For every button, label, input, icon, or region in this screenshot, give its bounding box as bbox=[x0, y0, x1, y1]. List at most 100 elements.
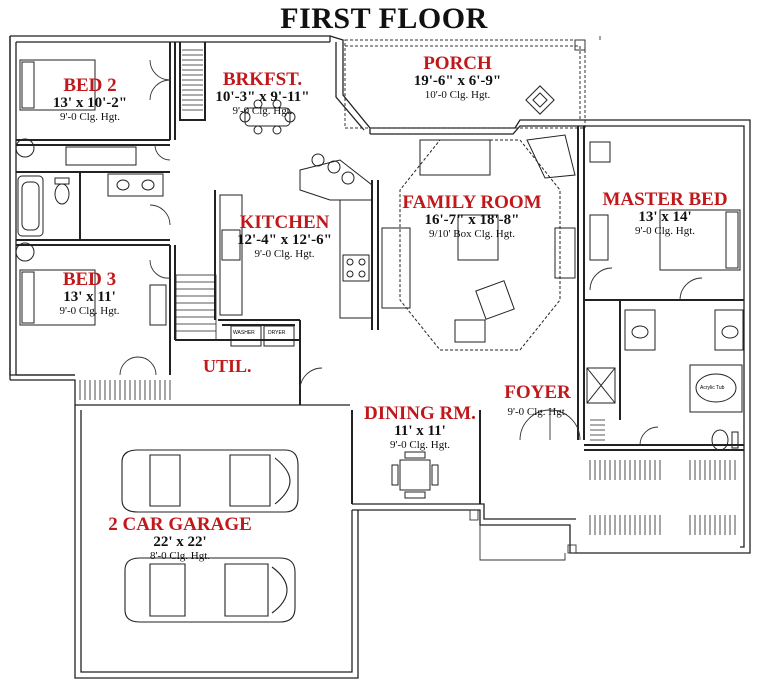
master-west-wall bbox=[577, 126, 585, 355]
stairs bbox=[175, 274, 217, 341]
master-bed-icon bbox=[659, 209, 741, 271]
ceiling-height: 9'-0 Clg. Hgt. bbox=[232, 104, 293, 117]
room-dimensions: 16'-7" x 18'-8" bbox=[424, 211, 520, 228]
kitchen-island-bar bbox=[299, 159, 373, 201]
front-double-door bbox=[519, 409, 581, 441]
bed2-south-wall bbox=[16, 139, 170, 146]
bar-stool-icon bbox=[327, 160, 341, 174]
bed2-closet-door-2 bbox=[149, 79, 171, 101]
ceiling-height: 8'-0 Clg. Hgt. bbox=[149, 549, 211, 562]
vanity-counter bbox=[107, 173, 164, 197]
ottoman-icon bbox=[454, 319, 486, 343]
bar-stool-icon bbox=[311, 153, 325, 167]
tv-cabinet-icon bbox=[554, 227, 576, 279]
plant-icon bbox=[15, 138, 35, 158]
shower-icon bbox=[586, 367, 616, 404]
porch-outline bbox=[344, 39, 586, 129]
room-label-breakfast: BRKFST. 10'-3" x 9'-11" 9'-0 Clg. Hgt. bbox=[200, 70, 325, 117]
garage-entry-door bbox=[299, 367, 323, 391]
pillow-icon bbox=[21, 61, 35, 109]
bed3-walls bbox=[16, 244, 176, 375]
armchair-icon bbox=[475, 280, 515, 320]
breakfast-bay-wall bbox=[329, 35, 371, 134]
corner-tub-icon bbox=[689, 364, 743, 413]
sink-icon bbox=[631, 325, 649, 339]
exterior-wall-east bbox=[578, 119, 751, 470]
tub-basin-icon bbox=[695, 373, 737, 403]
room-name: BED 2 bbox=[63, 75, 117, 96]
pillow-icon bbox=[21, 271, 35, 324]
dining-south-wall bbox=[352, 503, 576, 547]
room-dimensions: 19'-6" x 6'-9" bbox=[413, 72, 502, 89]
room-name: MASTER BED bbox=[602, 189, 728, 210]
room-label-porch: PORCH 19'-6" x 6'-9" 10'-0 Clg. Hgt. bbox=[395, 54, 520, 101]
bed3-bed-icon bbox=[19, 269, 96, 326]
room-label-dining: DINING RM. 11' x 11' 9'-0 Clg. Hgt. bbox=[355, 404, 485, 451]
bed2-entry-door bbox=[154, 144, 171, 161]
ceiling-height: 9'-0 Clg. Hgt. bbox=[634, 224, 696, 237]
coffee-table-icon bbox=[457, 214, 499, 261]
dryer-icon bbox=[263, 325, 295, 347]
room-dimensions: 13' x 10'-2" bbox=[52, 94, 128, 111]
room-name: BRKFST. bbox=[222, 69, 303, 90]
room-dimensions: 22' x 22' bbox=[153, 533, 207, 550]
foyer-east-wall bbox=[577, 355, 585, 440]
burner-icon bbox=[346, 270, 354, 278]
ceiling-height: 10'-0 Clg. Hgt. bbox=[424, 88, 491, 101]
porch-back-wall bbox=[370, 119, 578, 135]
washer-icon bbox=[230, 325, 262, 347]
master-vanity-2 bbox=[714, 309, 744, 351]
pillow-icon bbox=[725, 211, 739, 269]
room-dimensions: 12'-4" x 12'-6" bbox=[237, 231, 332, 248]
master-closet-door bbox=[679, 277, 703, 301]
room-name: 2 CAR GARAGE bbox=[108, 514, 252, 535]
fireplace-icon bbox=[526, 134, 576, 179]
burner-icon bbox=[358, 270, 366, 278]
range-icon bbox=[342, 254, 370, 282]
garage-walls bbox=[74, 405, 359, 679]
toilet-icon bbox=[54, 183, 70, 205]
room-label-bed3: BED 3 13' x 11' 9'-0 Clg. Hgt. bbox=[32, 270, 147, 317]
ceiling-height: 9'-0 Clg. Hgt. bbox=[389, 438, 451, 451]
sink-icon bbox=[221, 229, 241, 261]
plant-icon bbox=[15, 242, 35, 262]
room-label-kitchen: KITCHEN 12'-4" x 12'-6" 9'-0 Clg. Hgt. bbox=[222, 213, 347, 260]
bar-stool-icon bbox=[341, 171, 355, 185]
sink-icon bbox=[141, 179, 155, 191]
toilet-tank-icon bbox=[54, 177, 70, 185]
sofa-icon bbox=[419, 139, 491, 176]
shower-drain-icon bbox=[586, 367, 616, 404]
car-icon bbox=[121, 449, 299, 513]
kitchen-util-walls bbox=[214, 190, 300, 326]
room-label-master-bed: MASTER BED 13' x 14' 9'-0 Clg. Hgt. bbox=[590, 190, 740, 237]
closet-north-wall bbox=[584, 444, 744, 451]
side-table-icon bbox=[589, 141, 611, 163]
toilet-tank-icon bbox=[731, 431, 739, 449]
breakfast-table-icon bbox=[239, 99, 296, 135]
room-label-foyer: FOYER 9'-0 Clg. Hgt. bbox=[495, 383, 580, 418]
closet-shelving bbox=[79, 49, 736, 535]
bedroom-south-wall bbox=[10, 374, 350, 406]
dresser-icon bbox=[149, 284, 167, 326]
burner-icon bbox=[358, 258, 366, 266]
room-dimensions: 10'-3" x 9'-11" bbox=[215, 88, 310, 105]
dresser-icon bbox=[589, 214, 609, 261]
room-name: PORCH bbox=[423, 53, 492, 74]
master-vanity bbox=[624, 309, 656, 351]
room-name: KITCHEN bbox=[239, 212, 330, 233]
kitchen-counter-west bbox=[219, 194, 243, 316]
bed2-closet-door bbox=[149, 59, 171, 81]
burner-icon bbox=[346, 258, 354, 266]
wc-door bbox=[639, 426, 659, 446]
dining-walls bbox=[351, 410, 481, 504]
bed3-door bbox=[149, 259, 171, 279]
sink-icon bbox=[116, 179, 130, 191]
washer-label: WASHER bbox=[233, 330, 255, 336]
room-name: FOYER bbox=[504, 382, 571, 403]
room-label-bed2: BED 2 13' x 10'-2" 9'-0 Clg. Hgt. bbox=[30, 76, 150, 123]
bathtub-icon bbox=[17, 175, 44, 237]
room-label-garage: 2 CAR GARAGE 22' x 22' 8'-0 Clg. Hgt. bbox=[85, 515, 275, 562]
room-dimensions: 13' x 11' bbox=[63, 288, 116, 305]
